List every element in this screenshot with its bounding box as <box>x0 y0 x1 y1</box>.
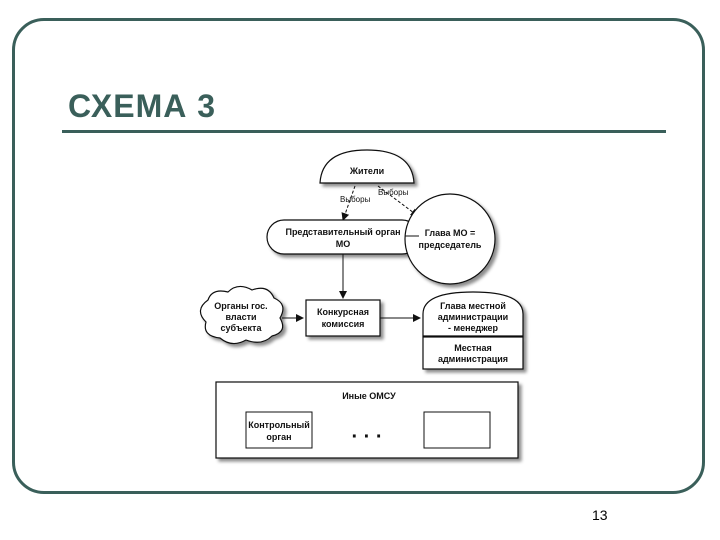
title-rule <box>62 130 666 133</box>
rep-body-label-1: Представительный орган <box>285 227 400 237</box>
ellipsis-label: · · · <box>351 426 382 448</box>
head-admin-label-2: администрации <box>438 312 508 322</box>
local-admin-label-1: Местная <box>454 343 492 353</box>
control-body-node: Контрольный орган <box>245 411 313 449</box>
head-mo-node: Глава МО = председатель <box>404 193 496 285</box>
state-bodies-node <box>199 285 284 345</box>
election-label-left: Выборы <box>340 195 371 204</box>
head-mo-label-1: Глава МО = <box>425 228 476 238</box>
empty-body-node <box>423 411 491 449</box>
residents-node: Жители <box>319 149 415 184</box>
representative-body-node: Представительный орган МО <box>266 219 420 255</box>
commission-label-1: Конкурсная <box>317 307 369 317</box>
residents-label: Жители <box>349 166 384 176</box>
head-admin-label-1: Глава местной <box>440 301 506 311</box>
control-body-label-2: орган <box>266 432 291 442</box>
election-arrow-rep <box>341 185 356 221</box>
head-admin-label-3: - менеджер <box>448 323 499 333</box>
competition-commission-node: Конкурсная комиссия <box>305 299 381 337</box>
election-arrow-head <box>377 185 419 217</box>
election-label-right: Выборы <box>378 188 409 197</box>
rep-body-label-2: МО <box>336 239 351 249</box>
local-admin-label-2: администрация <box>438 354 508 364</box>
head-mo-label-2: председатель <box>419 240 482 250</box>
control-body-label-1: Контрольный <box>248 420 310 430</box>
slide-title: СХЕМА 3 <box>68 88 217 124</box>
local-admin-node: Местная администрация <box>422 336 524 370</box>
page-number: 13 <box>592 507 608 523</box>
commission-label-2: комиссия <box>322 319 365 329</box>
state-bodies-label-3: субъекта <box>221 323 263 333</box>
other-omsu-label: Иные ОМСУ <box>342 391 396 401</box>
state-bodies-label-2: власти <box>225 312 256 322</box>
state-bodies-label-1: Органы гос. <box>214 301 267 311</box>
head-admin-node: Глава местной администрации - менеджер <box>422 291 524 337</box>
